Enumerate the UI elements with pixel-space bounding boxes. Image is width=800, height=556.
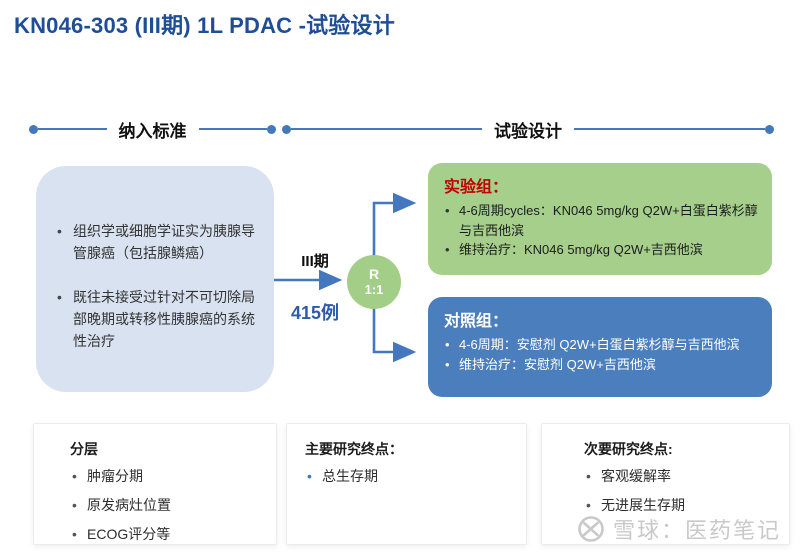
- page-title: KN046-303 (III期) 1L PDAC -试验设计: [14, 13, 395, 38]
- bullet-item: 无进展生存期: [584, 496, 789, 514]
- connector-dot: [282, 124, 291, 134]
- xueqiu-snowball-icon: [578, 516, 604, 542]
- bullet-item: 既往未接受过针对不可切除局部晚期或转移性胰腺癌的系统性治疗: [56, 286, 258, 352]
- primary-endpoint-card: 主要研究终点： 总生存期: [286, 423, 527, 545]
- inclusion-criteria-box: 组织学或细胞学证实为胰腺导管腺癌（包括腺鳞癌） 既往未接受过针对不可切除局部晚期…: [36, 166, 274, 392]
- card-title: 次要研究终点:: [584, 441, 673, 457]
- card-list: 肿瘤分期 原发病灶位置 ECOG评分等: [70, 467, 276, 544]
- watermark-text: 雪球：医药笔记: [613, 518, 782, 543]
- bullet-item: 维持治疗：KN046 5mg/kg Q2W+吉西他滨: [444, 240, 760, 260]
- secondary-endpoint-card: 次要研究终点: 客观缓解率 无进展生存期: [541, 423, 790, 545]
- bullet-item: 总生存期: [305, 467, 526, 485]
- section-header-inclusion: 纳入标准: [29, 120, 276, 141]
- randomization-letter: R: [368, 265, 380, 282]
- randomization-circle: R 1:1: [347, 255, 401, 309]
- arrow-to-experimental-arm: [372, 192, 417, 262]
- section-header-design: 试验设计: [282, 120, 774, 141]
- connector-line: [291, 127, 482, 131]
- card-list: 总生存期: [305, 467, 526, 485]
- control-arm-list: 4-6周期：安慰剂 Q2W+白蛋白紫杉醇与吉西他滨 维持治疗：安慰剂 Q2W+吉…: [444, 335, 760, 374]
- connector-line: [574, 127, 765, 131]
- section-header-design-label: 试验设计: [494, 121, 562, 141]
- card-title: 分层: [70, 441, 98, 457]
- bullet-item: 客观缓解率: [584, 467, 789, 485]
- bullet-item: 原发病灶位置: [70, 496, 276, 514]
- experimental-arm-title: 实验组：: [444, 179, 509, 196]
- phase-label: III期: [301, 253, 329, 270]
- watermark: 雪球：医药笔记: [576, 513, 781, 545]
- stratification-card: 分层 肿瘤分期 原发病灶位置 ECOG评分等: [33, 423, 277, 545]
- bullet-item: 维持治疗：安慰剂 Q2W+吉西他滨: [444, 355, 760, 375]
- connector-dot: [765, 124, 774, 134]
- title-divider-bar: [0, 40, 800, 47]
- inclusion-criteria-list: 组织学或细胞学证实为胰腺导管腺癌（包括腺鳞癌） 既往未接受过针对不可切除局部晚期…: [56, 220, 258, 353]
- experimental-arm-box: 实验组： 4-6周期cycles：KN046 5mg/kg Q2W+白蛋白紫杉醇…: [428, 163, 772, 275]
- control-arm-box: 对照组： 4-6周期：安慰剂 Q2W+白蛋白紫杉醇与吉西他滨 维持治疗：安慰剂 …: [428, 297, 772, 397]
- bullet-item: 组织学或细胞学证实为胰腺导管腺癌（包括腺鳞癌）: [56, 220, 258, 264]
- bullet-item: 4-6周期cycles：KN046 5mg/kg Q2W+白蛋白紫杉醇与吉西他滨: [444, 201, 760, 240]
- arrow-to-control-arm: [372, 302, 417, 363]
- connector-dot: [267, 124, 276, 134]
- bullet-item: 4-6周期：安慰剂 Q2W+白蛋白紫杉醇与吉西他滨: [444, 335, 760, 355]
- card-list: 客观缓解率 无进展生存期: [584, 467, 789, 515]
- connector-line: [198, 127, 267, 131]
- control-arm-title: 对照组：: [444, 313, 509, 330]
- bullet-item: 肿瘤分期: [70, 467, 276, 485]
- connector-dot: [29, 124, 38, 134]
- card-title: 主要研究终点：: [305, 441, 403, 457]
- bullet-item: ECOG评分等: [70, 525, 276, 543]
- connector-line: [38, 127, 107, 131]
- section-header-inclusion-label: 纳入标准: [118, 121, 187, 141]
- sample-size-label: 415例: [290, 303, 340, 323]
- randomization-ratio: 1:1: [364, 281, 384, 297]
- experimental-arm-list: 4-6周期cycles：KN046 5mg/kg Q2W+白蛋白紫杉醇与吉西他滨…: [444, 201, 760, 260]
